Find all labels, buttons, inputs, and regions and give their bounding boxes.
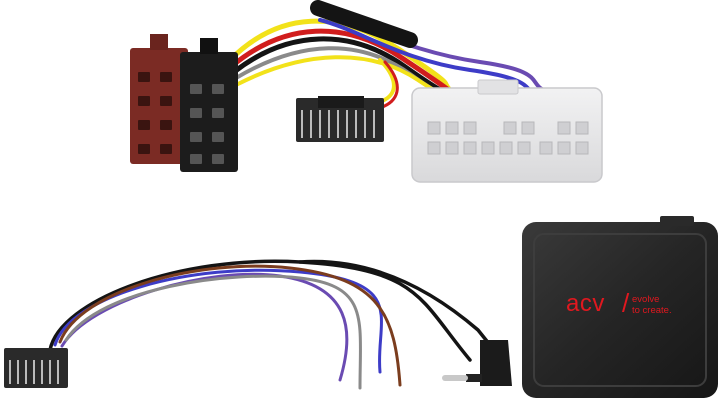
harness-wires (227, 0, 550, 112)
headunit-plug-icon (296, 96, 384, 142)
logo-slash: / (622, 288, 630, 318)
module-tagline: evolve to create. (632, 294, 692, 316)
interface-module-icon (522, 216, 718, 398)
lower-wires (48, 259, 492, 390)
tagline-line2: to create. (632, 305, 672, 316)
vehicle-connector-icon (411, 79, 603, 183)
module-logo: acv (566, 290, 605, 317)
jack-plug-icon (442, 340, 512, 386)
iso-connector-icon (130, 34, 238, 172)
lower-plug-icon (4, 348, 68, 388)
tagline-line1: evolve (632, 294, 660, 305)
